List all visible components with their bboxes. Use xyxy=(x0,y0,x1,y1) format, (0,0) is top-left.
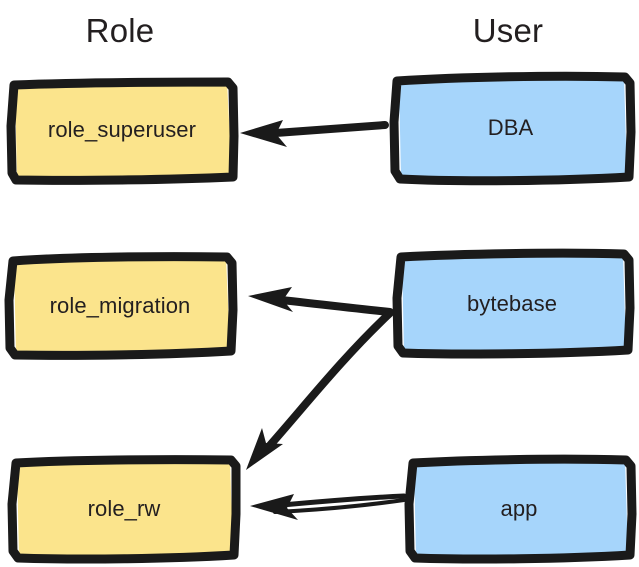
node-role-superuser-outline xyxy=(6,77,239,185)
column-header-role: Role xyxy=(85,12,155,49)
edge-bytebase-to-role-rw xyxy=(246,309,394,470)
node-user-dba-fill xyxy=(399,78,627,178)
edge-bytebase-to-role-migration xyxy=(248,287,394,316)
node-role-rw-outline xyxy=(7,455,241,564)
node-user-bytebase-outline xyxy=(392,248,635,359)
node-user-bytebase[interactable]: bytebase xyxy=(392,248,635,360)
node-role-migration-outline xyxy=(4,252,238,360)
node-user-dba[interactable]: DBA xyxy=(388,70,636,186)
node-role-rw[interactable]: role_rw xyxy=(7,454,241,564)
node-user-app-outline xyxy=(404,454,637,564)
node-role-superuser[interactable]: role_superuser xyxy=(6,76,239,185)
edge-dba-to-role-superuser xyxy=(240,120,389,147)
node-user-app[interactable]: app xyxy=(404,454,637,564)
edge-app-to-role-rw xyxy=(250,493,407,520)
node-user-dba-outline xyxy=(389,71,636,186)
node-user-app-fill xyxy=(414,461,628,557)
node-role-migration[interactable]: role_migration xyxy=(4,252,238,360)
node-user-bytebase-fill xyxy=(402,255,626,352)
column-header-user: User xyxy=(472,12,544,49)
node-role-rw-fill xyxy=(17,462,233,557)
node-role-migration-fill xyxy=(14,258,230,354)
node-role-superuser-fill xyxy=(15,83,232,179)
